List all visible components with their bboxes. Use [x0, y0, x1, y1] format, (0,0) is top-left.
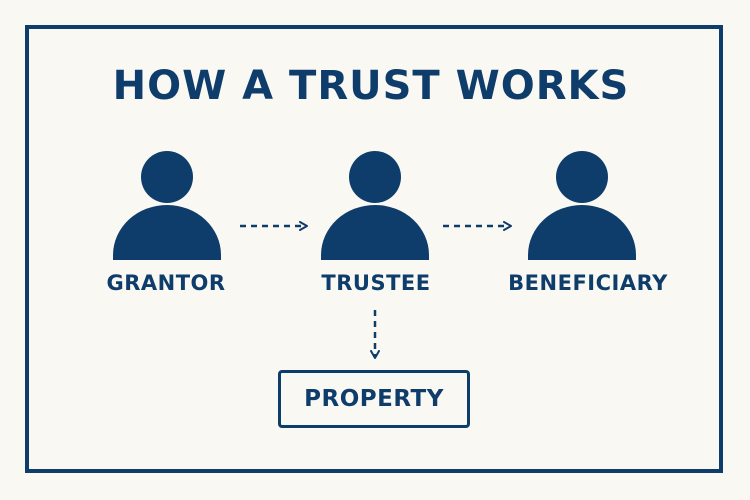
beneficiary-label: BENEFICIARY — [508, 271, 668, 295]
grantor-person-icon — [113, 151, 221, 260]
property-label: PROPERTY — [304, 386, 444, 412]
trustee-person-icon — [321, 151, 429, 260]
beneficiary-person-icon — [528, 151, 636, 260]
trustee-label: TRUSTEE — [321, 271, 431, 295]
grantor-label: GRANTOR — [106, 271, 226, 295]
property-box: PROPERTY — [278, 370, 470, 428]
diagram-title: HOW A TRUST WORKS — [112, 63, 630, 109]
diagram-frame — [25, 25, 723, 473]
